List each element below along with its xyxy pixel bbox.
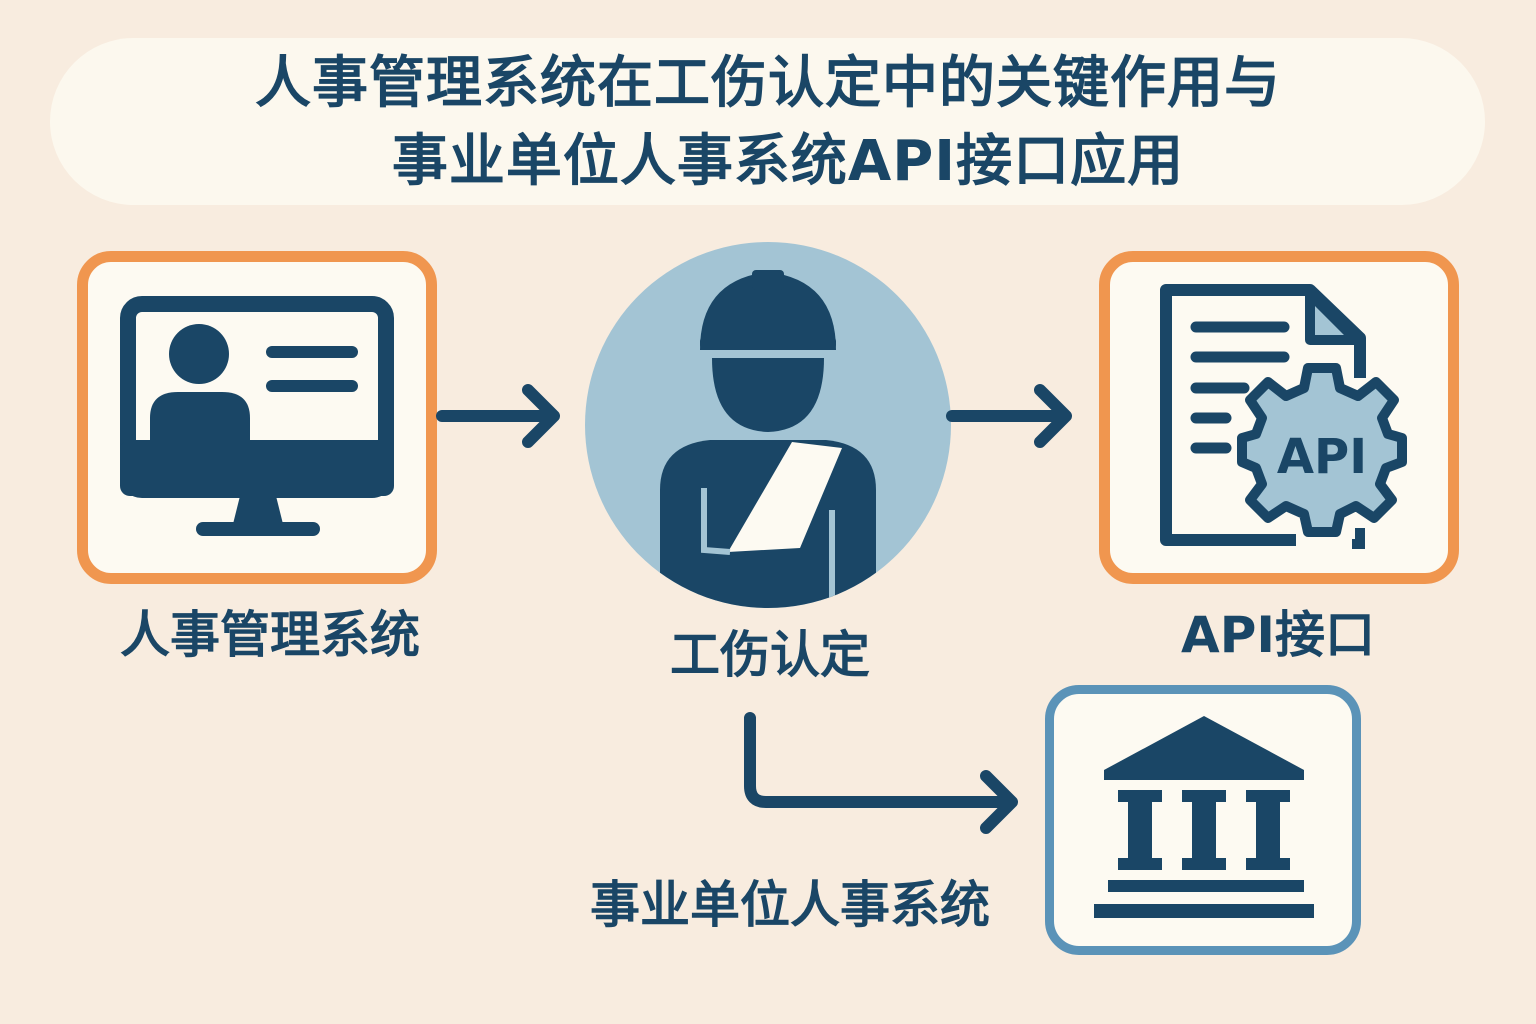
api-label: API接口 <box>1181 606 1375 664</box>
arrow-injury-to-api-icon <box>946 384 1072 448</box>
arrow-hr-to-injury-icon <box>436 384 560 448</box>
title-banner <box>50 38 1485 205</box>
hr-system-label: 人事管理系统 <box>120 606 420 664</box>
api-badge-text: API <box>1277 429 1367 485</box>
title-line-2: 事业单位人事系统API接口应用 <box>391 129 1185 194</box>
injury-label: 工伤认定 <box>670 626 870 684</box>
title-line-1: 人事管理系统在工伤认定中的关键作用与 <box>255 51 1281 116</box>
institution-label: 事业单位人事系统 <box>590 876 990 934</box>
arrow-injury-to-institution-icon <box>744 712 1018 834</box>
